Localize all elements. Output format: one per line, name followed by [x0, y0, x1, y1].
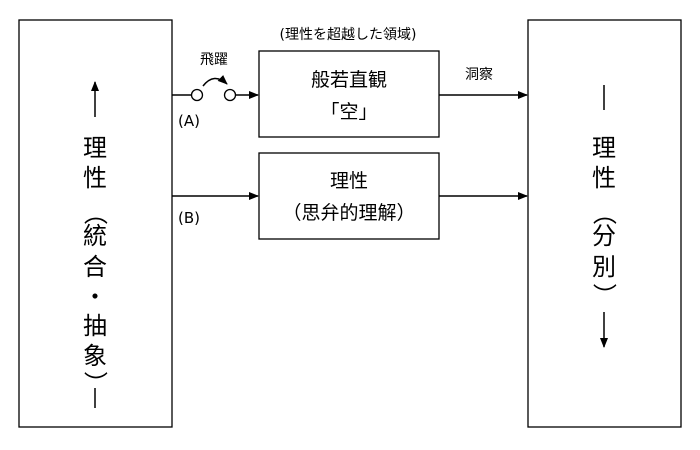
left-char-7: 抽 — [83, 312, 107, 340]
leap-node-left — [190, 88, 204, 102]
reason-box — [258, 152, 440, 240]
reason-box-line1: 理性 — [330, 170, 368, 192]
right-char-4: 分 — [592, 222, 616, 250]
right-char-3: （ — [590, 201, 618, 225]
path-b-label: (B) — [178, 209, 200, 227]
right-vertical-text: 理 性 （ 分 別 ） — [590, 134, 618, 307]
path-a-label: (A) — [178, 112, 200, 130]
leap-label: 飛躍 — [200, 52, 228, 68]
reason-box-line2: （思弁的理解） — [282, 202, 415, 224]
left-char-8: 象 — [83, 342, 107, 370]
leap-curve-arrow — [202, 74, 228, 87]
left-char-3: （ — [81, 201, 109, 225]
right-char-1: 理 — [592, 134, 616, 162]
prajna-box-line2: 「空」 — [320, 101, 377, 123]
left-char-2: 性 — [83, 164, 107, 192]
prajna-box — [258, 50, 440, 138]
right-char-5: 別 — [592, 253, 616, 281]
left-char-5: 合 — [83, 253, 107, 281]
prajna-box-line1: 般若直観 — [311, 69, 387, 91]
left-char-1: 理 — [83, 134, 107, 162]
left-char-4: 統 — [83, 222, 107, 250]
transcendent-region-label: (理性を超越した領域) — [280, 26, 417, 43]
left-vertical-text: 理 性 （ 統 合 ・ 抽 象 ） — [81, 134, 109, 395]
right-char-6: ） — [590, 283, 618, 307]
leap-node-right — [223, 88, 237, 102]
insight-label: 洞察 — [465, 66, 493, 83]
right-char-2: 性 — [592, 164, 616, 192]
left-char-6: ・ — [83, 283, 107, 311]
